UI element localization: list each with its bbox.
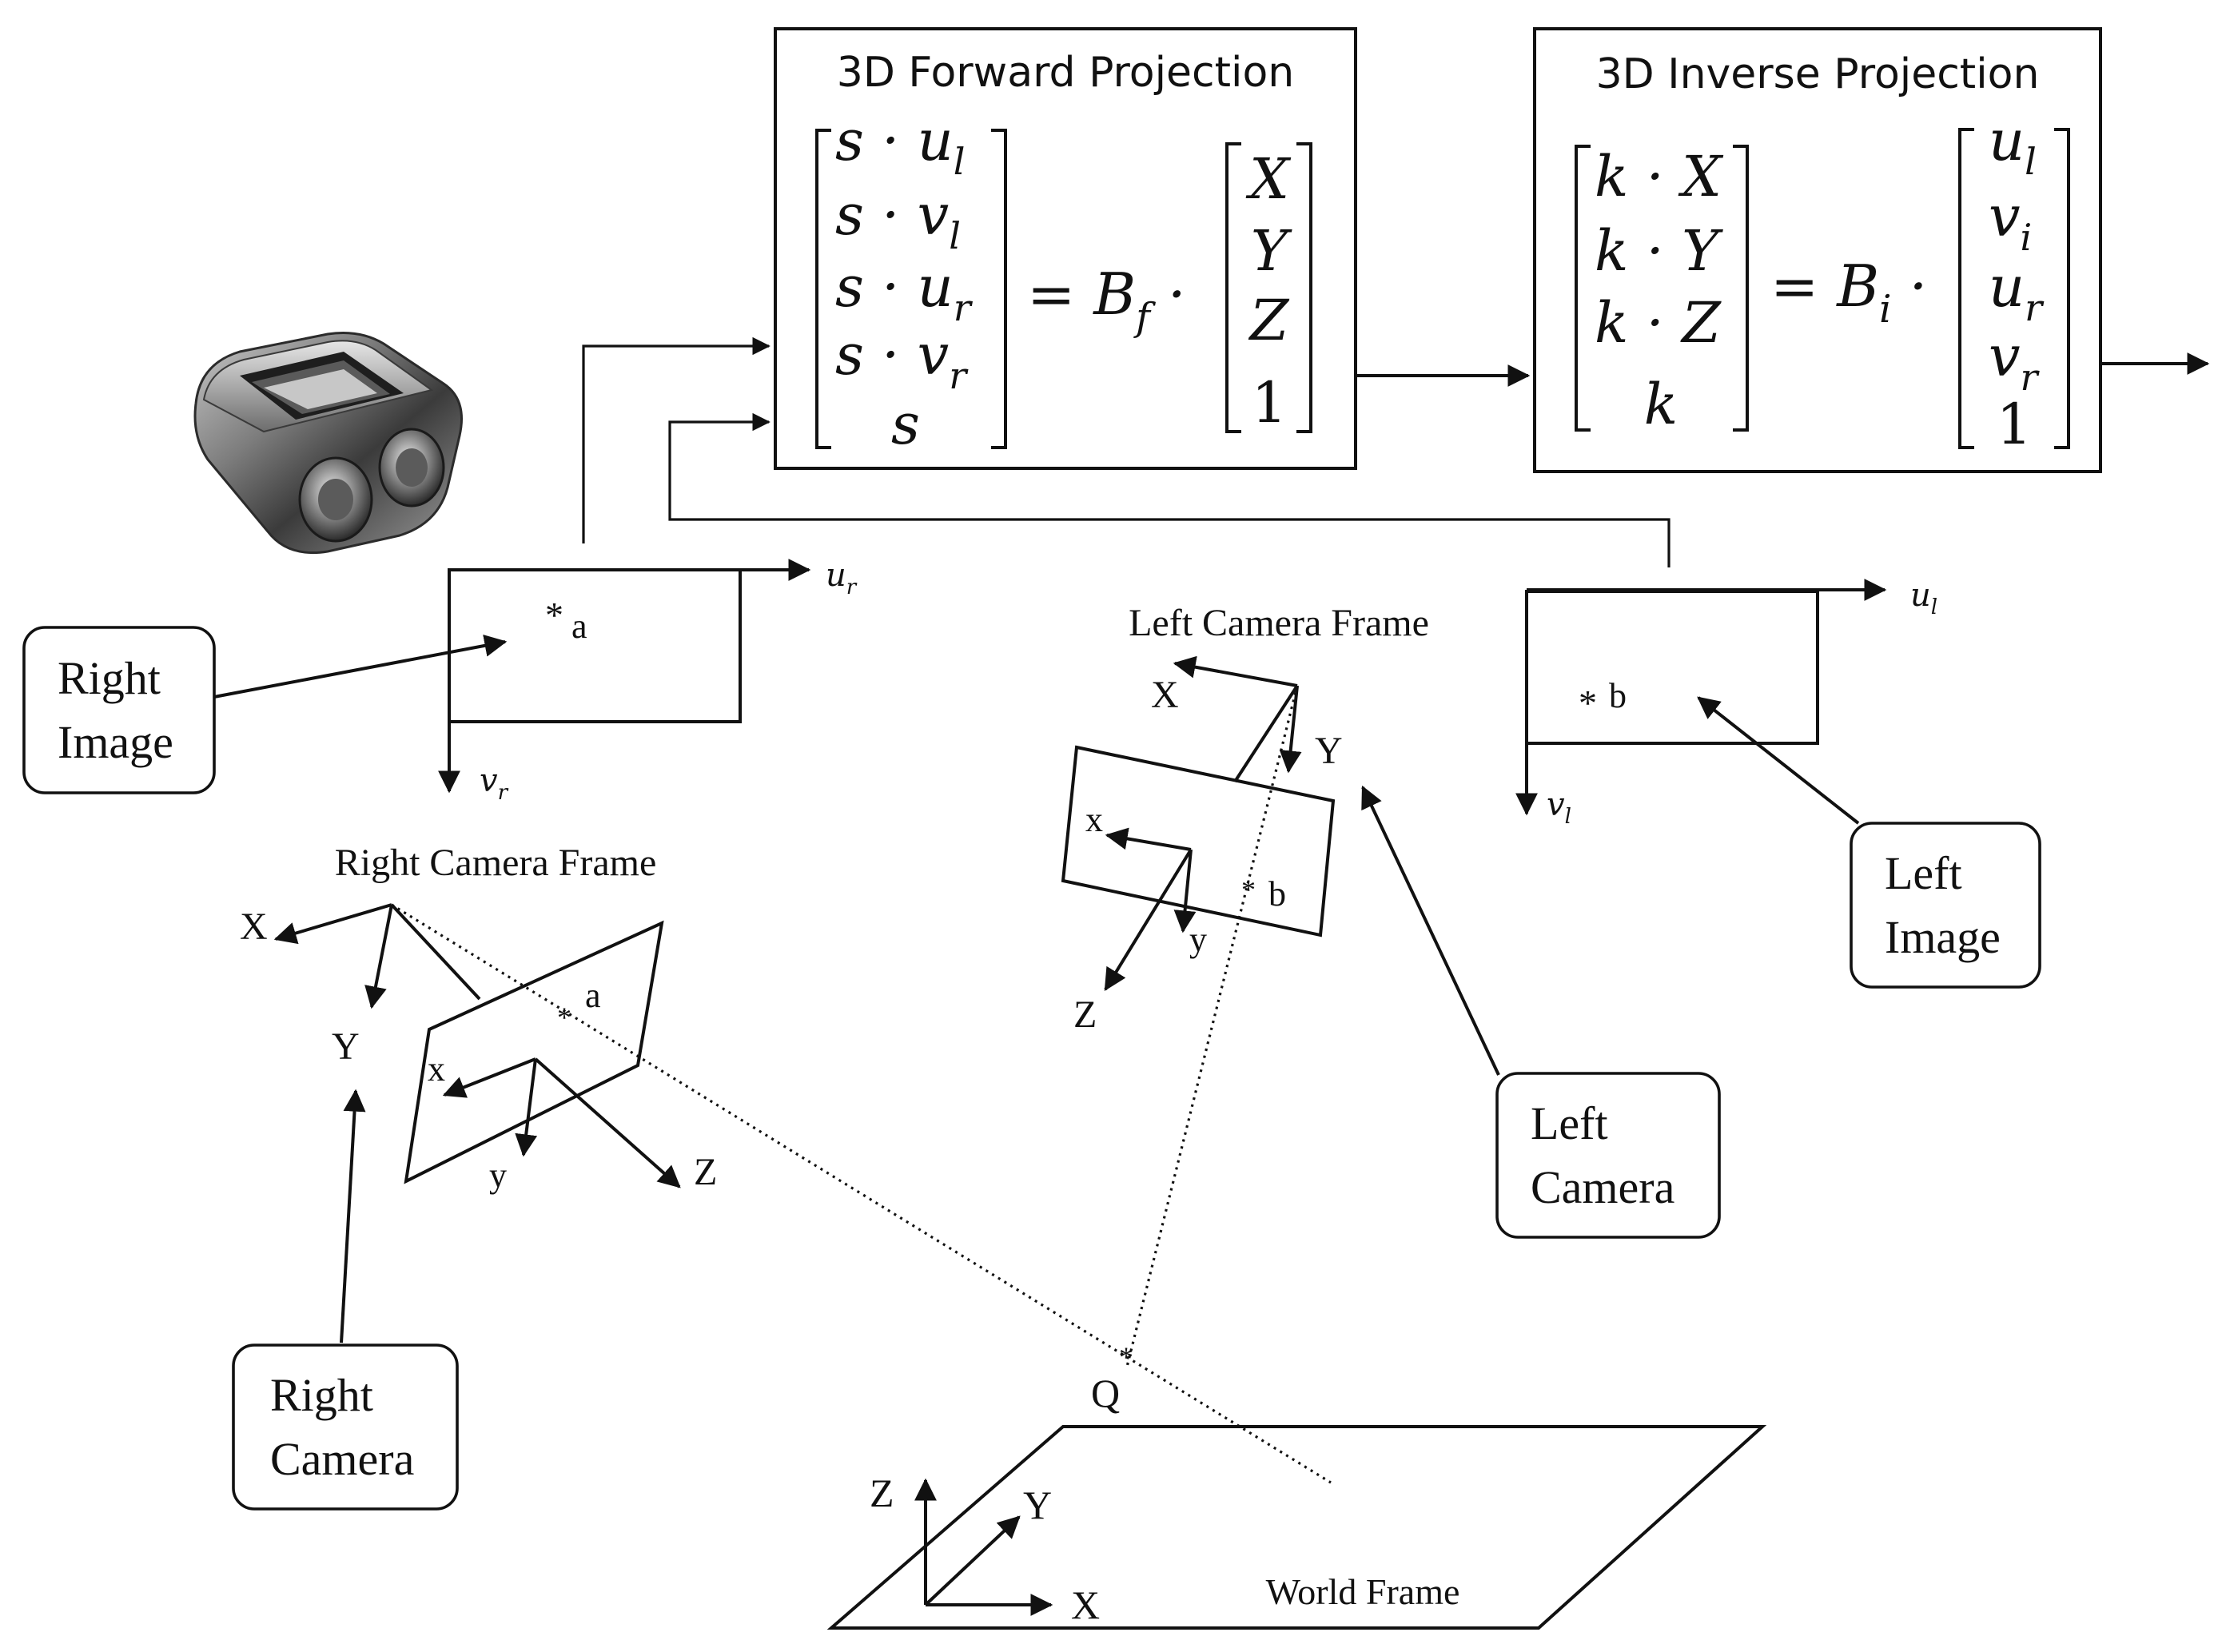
svg-text:Image: Image — [58, 716, 173, 768]
svg-text:*: * — [545, 595, 563, 635]
svg-text:Left: Left — [1531, 1097, 1608, 1149]
right-image-label: Right Image — [22, 626, 508, 794]
inverse-equals-B: = Bi· — [1770, 253, 1927, 332]
svg-text:Z: Z — [1073, 993, 1097, 1036]
inverse-lhs-vector: k · X k · Y k · Z k — [1595, 144, 1724, 437]
svg-text:k: k — [1644, 372, 1678, 437]
svg-text:a: a — [585, 976, 601, 1015]
svg-text:s · vl: s · vl — [835, 182, 961, 257]
svg-text:s · ur: s · ur — [835, 254, 974, 329]
left-camera-frame: Left Camera Frame X Y x y Z * b — [1061, 602, 1429, 1036]
svg-text:Z: Z — [1248, 288, 1290, 353]
svg-text:*: * — [557, 1001, 571, 1033]
svg-text:x: x — [1085, 800, 1103, 839]
svg-text:k · Z: k · Z — [1595, 290, 1722, 356]
right-camera-frame: Right Camera Frame X Y x y Z * a — [240, 842, 717, 1195]
svg-text:vl: vl — [1547, 786, 1571, 829]
svg-text:b: b — [1609, 676, 1627, 715]
svg-text:X: X — [240, 906, 268, 948]
forward-rhs-vector: X Y Z 1 — [1245, 146, 1292, 436]
projection-rays: * Q — [391, 685, 1332, 1484]
svg-text:Q: Q — [1091, 1371, 1120, 1415]
svg-text:*: * — [1579, 683, 1597, 723]
svg-text:Y: Y — [1251, 218, 1292, 284]
svg-text:X: X — [1071, 1582, 1100, 1627]
svg-text:Camera: Camera — [1531, 1161, 1674, 1213]
svg-text:ur: ur — [826, 557, 858, 599]
forward-projection-title: 3D Forward Projection — [837, 49, 1294, 97]
svg-text:a: a — [571, 607, 587, 646]
svg-text:Left: Left — [1885, 847, 1962, 899]
inverse-rhs-vector: ul vi ur vr 1 — [1989, 108, 2045, 457]
svg-text:Y: Y — [1023, 1483, 1052, 1527]
forward-projection-box: 3D Forward Projection s · ul s · vl s · … — [774, 27, 1357, 470]
left-image-frame: ul vl * b — [1515, 577, 1937, 829]
svg-text:y: y — [489, 1156, 507, 1195]
svg-text:Z: Z — [870, 1471, 894, 1515]
svg-text:b: b — [1268, 874, 1286, 914]
flow-arrows — [582, 336, 2210, 567]
svg-text:Right: Right — [270, 1369, 373, 1421]
svg-text:k · X: k · X — [1595, 144, 1724, 209]
svg-text:ul: ul — [1989, 108, 2037, 183]
left-image-label: Left Image — [1697, 696, 2041, 989]
svg-text:1: 1 — [1997, 392, 2033, 457]
svg-text:X: X — [1245, 146, 1292, 212]
svg-text:Z: Z — [694, 1151, 717, 1193]
left-camera-label: Left Camera — [1361, 785, 1721, 1239]
svg-text:Right: Right — [58, 652, 161, 704]
svg-text:*: * — [1119, 1341, 1133, 1373]
svg-text:vr: vr — [1989, 324, 2041, 399]
forward-lhs-vector: s · ul s · vl s · ur s · vr s — [835, 108, 974, 457]
right-camera-label: Right Camera — [232, 1089, 459, 1511]
svg-text:ul: ul — [1910, 577, 1937, 619]
svg-text:Y: Y — [1315, 730, 1343, 772]
svg-text:s · vr: s · vr — [835, 322, 969, 397]
stereo-camera-icon — [124, 308, 524, 563]
svg-text:Image: Image — [1885, 911, 2001, 963]
svg-text:Right Camera Frame: Right Camera Frame — [335, 842, 657, 884]
svg-text:s · ul: s · ul — [835, 108, 965, 183]
svg-text:World Frame: World Frame — [1266, 1571, 1460, 1612]
world-frame: Z Y X World Frame — [826, 1425, 1767, 1630]
svg-text:ur: ur — [1989, 254, 2045, 329]
right-image-frame: ur vr * a — [438, 557, 858, 805]
svg-text:x: x — [428, 1049, 445, 1089]
forward-equals-B: = Bf· — [1027, 261, 1186, 340]
inverse-projection-title: 3D Inverse Projection — [1596, 50, 2040, 98]
svg-text:vi: vi — [1989, 184, 2032, 259]
svg-text:X: X — [1151, 674, 1179, 716]
svg-text:1: 1 — [1252, 370, 1288, 436]
svg-text:y: y — [1189, 920, 1207, 959]
svg-text:Camera: Camera — [270, 1433, 414, 1485]
svg-text:vr: vr — [480, 762, 509, 805]
svg-text:Y: Y — [332, 1025, 360, 1068]
svg-text:*: * — [1241, 874, 1256, 906]
inverse-projection-box: 3D Inverse Projection k · X k · Y k · Z … — [1533, 27, 2102, 473]
svg-text:s: s — [891, 392, 920, 457]
svg-text:k · Y: k · Y — [1595, 218, 1723, 284]
svg-text:Left Camera Frame: Left Camera Frame — [1129, 602, 1429, 644]
